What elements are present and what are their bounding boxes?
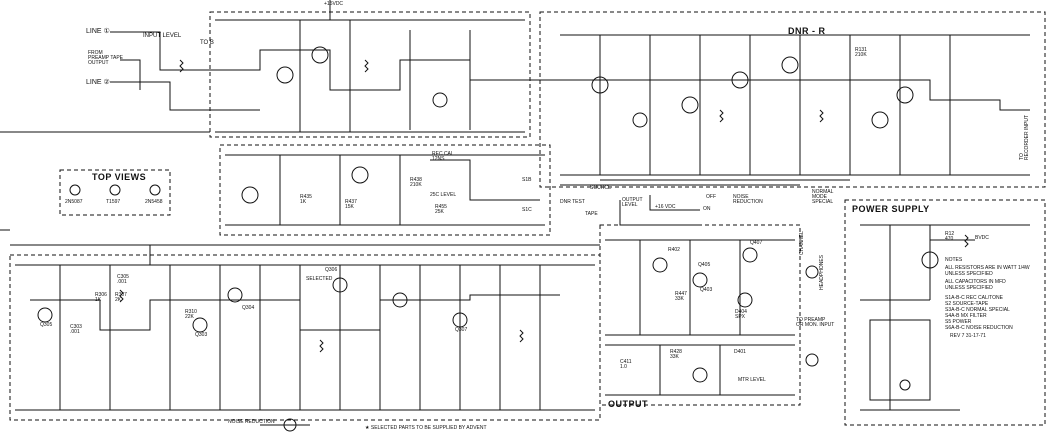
footnote: ★ SELECTED PARTS TO BE SUPPLIED BY ADVEN… [365,425,487,431]
notes-revision: REV 7 31-17-71 [950,333,986,339]
line1-input-label: LINE ① [86,28,110,35]
dnr-test-label: DNR TEST [560,199,585,205]
note-line-1: ALL RESISTORS ARE IN WATT 1/4W [945,265,1030,271]
component-r12: R12 470 [945,231,955,242]
note-line-10: S6A-B-C NOISE REDUCTION [945,325,1013,331]
v15-supply-label: +15VDC [324,1,344,7]
component-q303: Q303 [195,332,208,338]
component-q307: Q307 [455,327,468,333]
component-r402: R402 [668,247,680,253]
power-supply-title: POWER SUPPLY [852,204,930,214]
off-label: OFF [706,194,716,200]
note-line-9: S5 POWER [945,319,972,325]
component-r307: R307 2K [115,292,127,303]
component-r455: R455 25K [435,204,447,215]
to-b-label: TO B [200,40,214,46]
output-title: OUTPUT [608,399,648,409]
notes-title: NOTES [945,257,963,263]
output-level-label: OUTPUT LEVEL [622,197,643,208]
noise-reduction-bottom-label: NOISE REDUCTION [228,419,275,425]
note-line-2: UNLESS SPECIFIED [945,271,993,277]
component-c305: C305 .001 [117,274,129,285]
component-q305: Q305 [40,322,53,328]
dnr-section-title: DNR - R [788,26,826,36]
note-line-7: S3A-B-C NORMAL SPECIAL [945,307,1010,313]
note-line-8: S4A-B MX FILTER [945,313,987,319]
to-preamp-mon-label: TO PREAMP OR MON. INPUT [796,317,835,328]
mtr-level-label: MTR LEVEL [738,377,766,383]
channel-label: CHANNEL [799,231,805,255]
component-r131: R131 210K [855,47,867,58]
to-recorder-input-label: TO RECORDER INPUT [1019,114,1030,160]
selected-label: SELECTED [306,276,333,282]
note-line-5: S1A-B-C REC CAL/TONE [945,295,1003,301]
line2-input-label: LINE ② [86,79,110,86]
component-r447: R447 33K [675,291,687,302]
component-q407: Q407 [750,240,763,246]
transistor-t1597: T1597 [106,199,121,205]
s1c-label: S1C [522,207,532,213]
component-q306: Q306 [325,267,338,273]
note-line-3: ALL CAPACITORS IN MFD [945,279,1006,285]
component-r306: R306 1K [95,292,107,303]
normal-mode-special-label: NORMAL MODE SPECIAL [812,189,834,205]
note-line-4: UNLESS SPECIFIED [945,285,993,291]
top-views-title: TOP VIEWS [92,172,147,182]
from-preamp-label: FROM PREAMP TAPE OUTPUT [88,50,124,66]
component-r310: R310 22K [185,309,197,320]
level-25c-label: 25C LEVEL [430,192,457,198]
component-d401: D401 [734,349,746,355]
transistor-2n5087: 2N5087 [65,199,83,205]
tape-label: TAPE [585,211,598,217]
note-line-6: S2 SOURCE-TAPE [945,301,989,307]
component-q304: Q304 [242,305,255,311]
component-c411: C411 1.0 [620,359,632,370]
component-q405: Q405 [698,262,711,268]
component-q403: Q403 [700,287,713,293]
bvdc-label: BVDC [975,235,989,241]
component-d404: D404 SPX [735,309,747,320]
on-label: ON [703,206,711,212]
noise-reduction-label: NOISE REDUCTION [733,194,763,205]
rec-cal-label: REC CAL 12NS [432,151,454,162]
component-r438: R438 210K [410,177,422,188]
component-r428: R428 33K [670,349,682,360]
component-r435: R435 1K [300,194,312,205]
nvdc-label: +16 VDC [655,204,676,210]
input-level-label: INPUT LEVEL [143,33,182,39]
s1b-label: S1B [522,177,532,183]
component-r437: R437 15K [345,199,357,210]
headphones-label: HEADPHONES [819,254,825,290]
component-c303: C303 .001 [70,324,82,335]
source-label: SOURCE [590,185,612,191]
transistor-2n5458: 2N5458 [145,199,163,205]
